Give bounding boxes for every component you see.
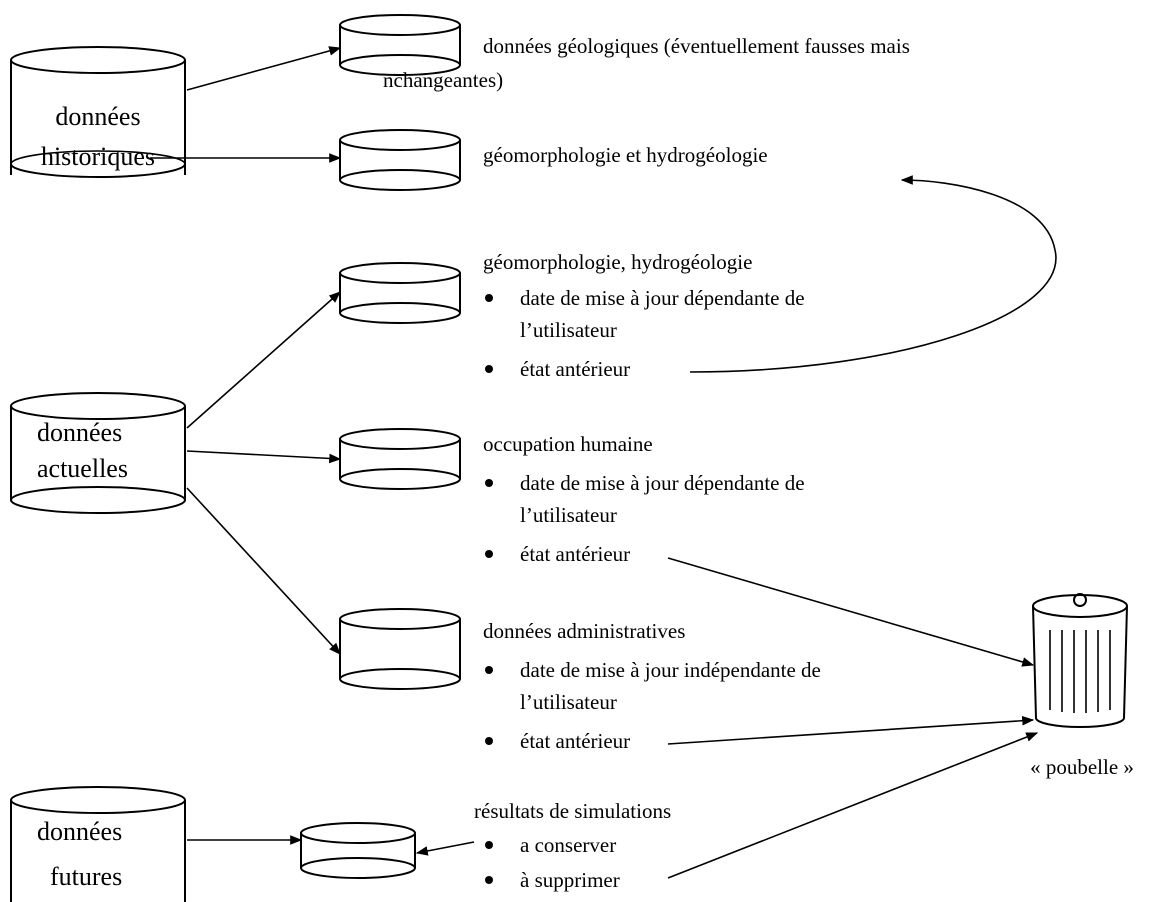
- bullet-icon: [485, 479, 493, 487]
- cylinder-geomorpho-actuelle: [339, 262, 461, 324]
- text-geomorpho-actuelle: géomorphologie, hydrogéologie date de mi…: [483, 250, 805, 381]
- cylinder-geomorpho-historique: [339, 129, 461, 191]
- cylinder-occupation-humaine: [339, 428, 461, 490]
- cylinder-donnees-futures: données futures: [10, 786, 186, 902]
- geomorpho-hist-title: géomorphologie et hydrogéologie: [483, 143, 768, 167]
- text-occupation-humaine: occupation humaine date de mise à jour d…: [483, 432, 805, 566]
- geologiques-line1: données géologiques (éventuellement faus…: [483, 34, 910, 58]
- source-label-line2: actuelles: [37, 454, 128, 483]
- source-label-line1: données: [37, 418, 122, 447]
- source-label-line1: données: [37, 817, 122, 846]
- administratives-item1-line1: date de mise à jour indépendante de: [520, 658, 821, 682]
- administratives-title: données administratives: [483, 619, 685, 643]
- source-label-line2: futures: [50, 862, 122, 891]
- occupation-item1-line2: l’utilisateur: [520, 503, 617, 527]
- cylinder-geologiques: [339, 14, 461, 76]
- administratives-item1-line2: l’utilisateur: [520, 690, 617, 714]
- arrows: [150, 46, 1057, 879]
- arrow-actuelles-to-administratives: [186, 487, 341, 655]
- arrow-actuelles-to-geomorpho: [186, 291, 341, 429]
- arrow-actuelles-to-occupation: [186, 450, 342, 464]
- arrow-occupation-to-bin: [667, 557, 1035, 667]
- simulations-item1: a conserver: [520, 833, 616, 857]
- source-label-line2: historiques: [41, 142, 155, 171]
- bullet-icon: [485, 737, 493, 745]
- bin-label: « poubelle »: [1030, 755, 1134, 779]
- occupation-title: occupation humaine: [483, 432, 653, 456]
- occupation-item1-line1: date de mise à jour dépendante de: [520, 471, 805, 495]
- bullet-icon: [485, 550, 493, 558]
- text-administratives: données administratives date de mise à j…: [483, 619, 821, 753]
- bullet-icon: [485, 365, 493, 373]
- simulations-title: résultats de simulations: [474, 799, 671, 823]
- text-geomorpho-historique: géomorphologie et hydrogéologie: [483, 143, 768, 167]
- geologiques-line2: nchangeantes): [383, 68, 503, 92]
- arrow-historiques-to-geologiques: [186, 46, 342, 91]
- bullet-icon: [485, 294, 493, 302]
- trash-bin-icon: [1032, 593, 1128, 728]
- simulations-item2: à supprimer: [520, 868, 620, 892]
- arrow-conserver-to-simulations: [415, 841, 475, 856]
- occupation-item2: état antérieur: [520, 542, 630, 566]
- geomorpho-actuel-item2: état antérieur: [520, 357, 630, 381]
- bullet-icon: [485, 666, 493, 674]
- arrow-etat-anterieur-to-geomorpho: [689, 175, 1057, 373]
- bullet-icon: [485, 876, 493, 884]
- arrow-supprimer-to-bin: [667, 732, 1039, 879]
- administratives-item2: état antérieur: [520, 729, 630, 753]
- arrow-administratives-to-bin: [667, 715, 1035, 745]
- geomorpho-actuel-title: géomorphologie, hydrogéologie: [483, 250, 752, 274]
- cylinder-simulations: [300, 822, 416, 879]
- source-label-line1: données: [55, 102, 140, 131]
- cylinder-donnees-actuelles: données actuelles: [10, 392, 186, 514]
- bullet-icon: [485, 841, 493, 849]
- text-simulations: résultats de simulations a conserver à s…: [474, 799, 671, 892]
- geomorpho-actuel-item1-line2: l’utilisateur: [520, 318, 617, 342]
- cylinder-administratives: [339, 608, 461, 690]
- text-geologiques: données géologiques (éventuellement faus…: [383, 34, 910, 92]
- geomorpho-actuel-item1-line1: date de mise à jour dépendante de: [520, 286, 805, 310]
